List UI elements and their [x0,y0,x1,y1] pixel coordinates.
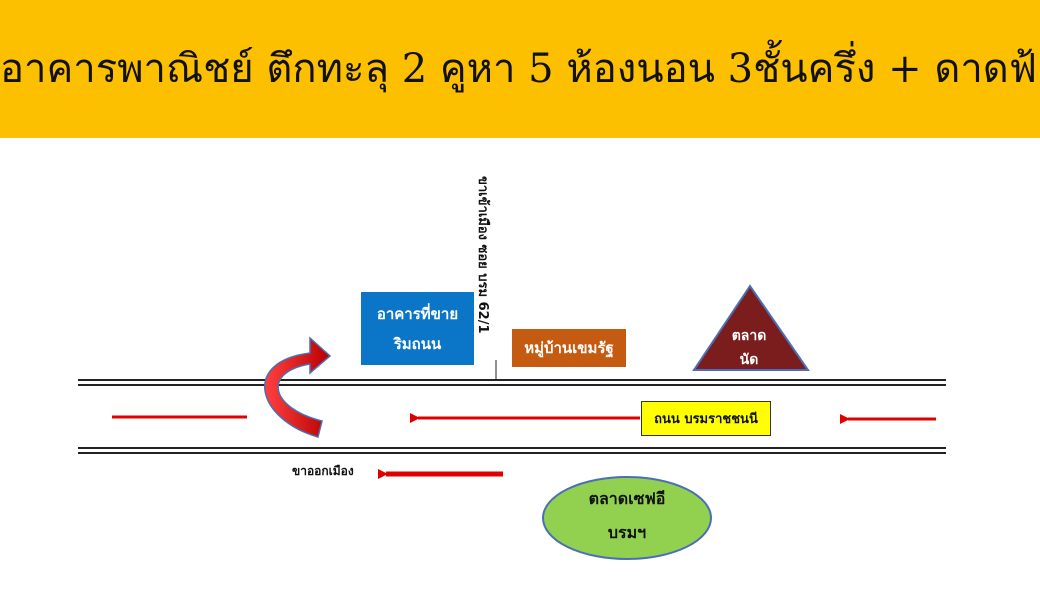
market-triangle [692,284,810,371]
market-label-line2: นัด [739,352,759,368]
u-turn-arrow [264,336,332,438]
page-title: อาคารพาณิชย์ ตึกทะลุ 2 คูหา 5 ห้องนอน 3ช… [0,46,1040,92]
soi-label: ขาเข้าเมือง ซอย บรม 62/1 [475,176,490,334]
building-for-sale: อาคารที่ขาย ริมถนน [361,292,474,365]
road-top-edge [78,379,946,386]
market-label: ตลาด นัด [717,324,781,372]
road-bottom-edge [78,447,946,454]
outbound-label: ขาออกเมือง [292,464,354,478]
safe-market-ellipse [542,476,712,560]
village-label: หมู่บ้านเขมรัฐ [512,329,626,367]
safe-market-label: ตลาดเซฟอี บรมฯ [545,482,709,550]
road-name-sign: ถนน บรมราชชนนี [641,401,771,436]
market-label-line1: ตลาด [731,328,767,344]
title-banner: อาคารพาณิชย์ ตึกทะลุ 2 คูหา 5 ห้องนอน 3ช… [0,0,1040,138]
building-label-line1: อาคารที่ขาย [376,304,459,323]
safe-market-line1: ตลาดเซฟอี [588,489,666,508]
safe-market-line2: บรมฯ [607,523,647,542]
building-label-line2: ริมถนน [393,334,442,353]
